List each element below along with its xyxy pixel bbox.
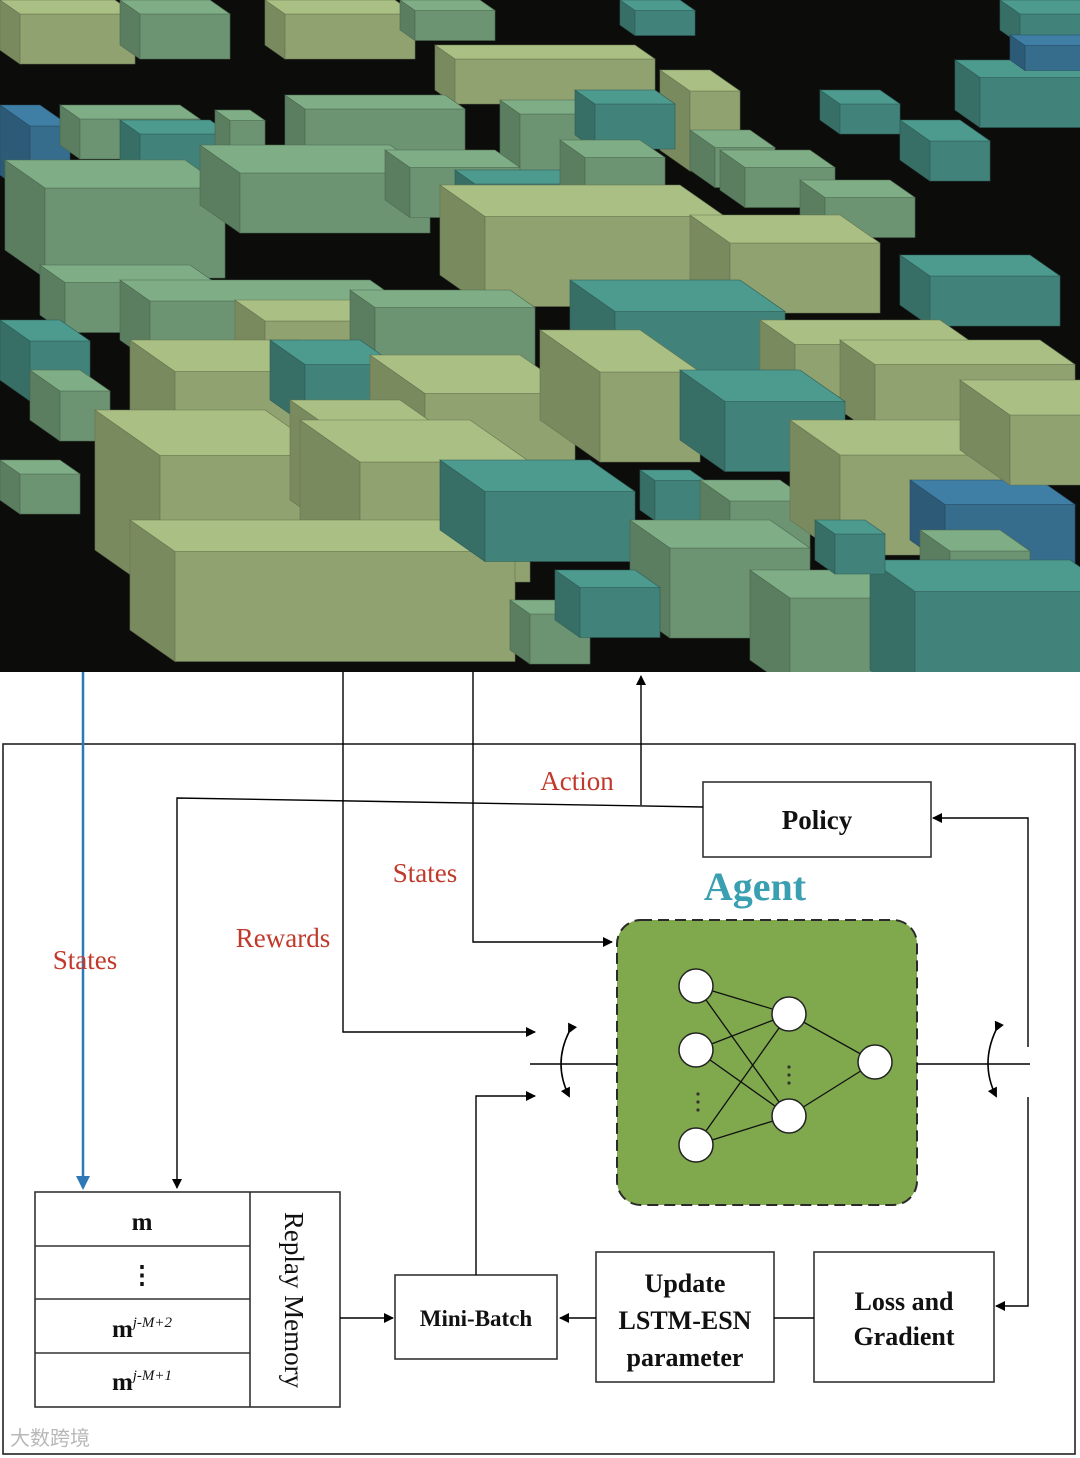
left-switch-arc <box>560 1022 578 1098</box>
building <box>0 459 81 515</box>
rewards-arrow <box>342 672 536 1037</box>
replay-memory-title: Replay Memory <box>279 1212 309 1389</box>
action-label: Action <box>540 766 614 796</box>
city-3d-render <box>0 0 1080 672</box>
building <box>999 0 1080 45</box>
states-label-upper: States <box>393 858 458 888</box>
states-arrow <box>472 672 613 947</box>
replay-memory-row: ⋮ <box>130 1262 155 1289</box>
loss-gradient-box <box>813 1251 995 1383</box>
building <box>264 0 416 60</box>
feedback-to-loss-arrow <box>995 1097 1029 1311</box>
building <box>1009 34 1080 72</box>
building <box>199 144 431 234</box>
building <box>399 0 496 42</box>
building <box>554 569 661 639</box>
replay-memory-row: m <box>132 1209 153 1236</box>
diagram-frame <box>2 743 1076 1455</box>
right-switch-arc <box>987 1020 1004 1098</box>
building <box>869 559 1080 672</box>
feedback-to-policy-arrow <box>932 813 1029 1047</box>
building <box>619 0 696 37</box>
policy-label: Policy <box>782 805 853 835</box>
building <box>909 479 1076 566</box>
policy-to-memory-arrow <box>172 797 704 1189</box>
building <box>349 289 536 369</box>
update-label-line: parameter <box>627 1343 744 1372</box>
mini-batch-label: Mini-Batch <box>420 1306 533 1331</box>
drl-architecture-diagram: Policy Agent m⋮mj-M+2mj-M+1 Replay Memor… <box>2 672 1076 1455</box>
watermark: 大数跨境 <box>10 1426 90 1450</box>
rewards-label: Rewards <box>236 923 330 953</box>
loss-label-line: Loss and <box>855 1287 955 1316</box>
building <box>959 379 1080 486</box>
update-label-line: Update <box>645 1269 726 1298</box>
mini-batch-box <box>394 1274 558 1360</box>
building <box>4 159 226 279</box>
states-label-left: States <box>53 945 118 975</box>
building <box>129 519 516 663</box>
neural-ellipsis <box>696 1065 791 1112</box>
update-box <box>595 1251 775 1383</box>
loss-label-line: Gradient <box>853 1322 954 1351</box>
building <box>0 0 136 65</box>
building <box>814 519 886 575</box>
building <box>119 0 231 60</box>
agent-title: Agent <box>704 864 807 909</box>
building <box>899 119 991 182</box>
neural-nodes <box>678 968 893 1163</box>
building <box>639 469 706 522</box>
update-label-line: LSTM-ESN <box>619 1306 752 1335</box>
building <box>574 89 676 150</box>
minibatch-to-agent-arrow <box>475 1091 536 1275</box>
building <box>439 459 636 563</box>
policy-box <box>702 781 932 858</box>
building <box>899 254 1061 327</box>
building <box>539 329 701 463</box>
building <box>819 89 901 135</box>
